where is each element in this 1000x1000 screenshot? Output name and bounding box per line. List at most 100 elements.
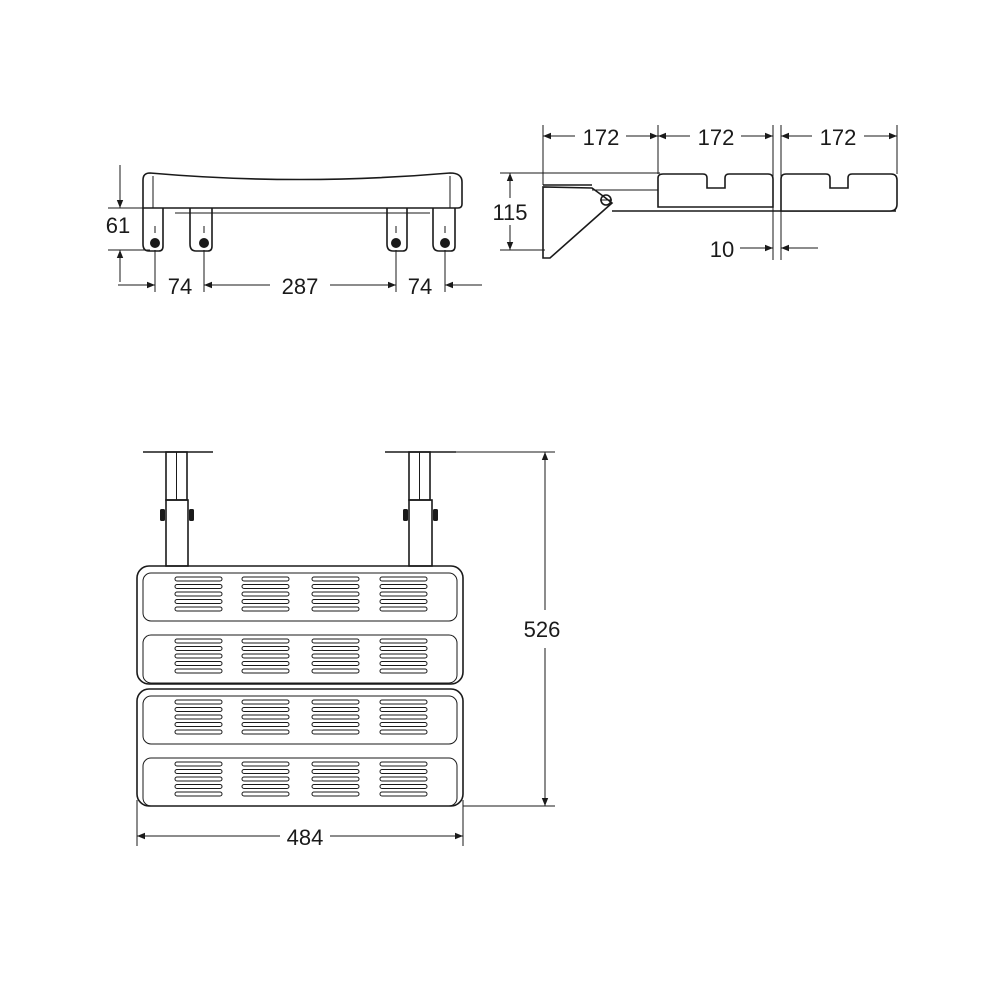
vent-slot — [241, 599, 290, 604]
vent-slot — [311, 776, 360, 782]
vent-slot — [311, 584, 360, 589]
slat-2 — [142, 634, 458, 684]
vent-slot — [241, 584, 290, 589]
vent-slot — [174, 722, 223, 727]
dim-width: 484 — [287, 825, 324, 850]
vent-slot — [379, 576, 428, 582]
vent-slot — [379, 722, 428, 727]
vent-slot — [311, 714, 360, 720]
vent-slot — [241, 653, 290, 659]
vent-slot — [311, 707, 360, 712]
vent-slot — [174, 784, 223, 789]
vent-slot — [174, 584, 223, 589]
post-lower — [408, 499, 433, 567]
seat-slats — [142, 572, 458, 807]
vent-slot — [174, 707, 223, 712]
vent-slot — [311, 722, 360, 727]
side-view: 115 172 172 172 10 — [492, 125, 898, 262]
vent-slot — [379, 714, 428, 720]
vent-slot — [379, 668, 428, 674]
vent-slot — [241, 769, 290, 774]
leg-2 — [189, 208, 213, 252]
vent-slot — [241, 714, 290, 720]
vent-slot — [174, 791, 223, 797]
wheel-icon — [199, 238, 209, 248]
front-view: 61 74 287 74 — [106, 165, 482, 299]
leg-3 — [386, 208, 408, 252]
vent-slot — [241, 591, 290, 597]
vent-slot — [241, 638, 290, 644]
vent-slot — [379, 584, 428, 589]
vent-slot — [311, 653, 360, 659]
vent-slot — [241, 661, 290, 666]
vent-slot — [379, 784, 428, 789]
vent-slot — [174, 646, 223, 651]
vent-slot — [241, 776, 290, 782]
wheel-icon — [440, 238, 450, 248]
slat-3 — [142, 695, 458, 745]
legs — [142, 208, 456, 252]
vent-slot — [241, 761, 290, 767]
vent-slot — [241, 699, 290, 705]
vent-slot — [379, 591, 428, 597]
dim-side-height: 115 — [492, 200, 527, 225]
vent-slot — [379, 638, 428, 644]
vent-slot — [311, 761, 360, 767]
vent-slot — [311, 591, 360, 597]
vent-slot — [241, 668, 290, 674]
dim-leg-span: 287 — [282, 274, 319, 299]
vent-slot — [311, 784, 360, 789]
slat-4 — [142, 757, 458, 807]
leg-1 — [142, 208, 164, 252]
vent-slot — [241, 606, 290, 612]
vent-slot — [379, 646, 428, 651]
dim-segment-1: 172 — [583, 125, 620, 150]
vent-slot — [379, 761, 428, 767]
vent-slot — [241, 576, 290, 582]
vent-slot — [174, 653, 223, 659]
vent-slot — [379, 661, 428, 666]
seat-section-1 — [657, 173, 774, 208]
vent-slot — [241, 729, 290, 735]
dim-leg-left: 74 — [168, 274, 192, 299]
dim-front-height: 61 — [106, 213, 130, 238]
vent-slot — [241, 784, 290, 789]
wheel-icon — [150, 238, 160, 248]
vent-slot — [174, 776, 223, 782]
vent-slot — [174, 761, 223, 767]
seat-panel-upper — [136, 565, 464, 685]
vent-slot — [379, 599, 428, 604]
clamp — [160, 509, 165, 521]
clamp — [433, 509, 438, 521]
dim-segment-2: 172 — [698, 125, 735, 150]
mounting-posts — [143, 451, 456, 567]
vent-slot — [174, 729, 223, 735]
vent-slot — [311, 576, 360, 582]
vent-slot — [311, 646, 360, 651]
vent-slot — [379, 791, 428, 797]
vent-slot — [311, 606, 360, 612]
clamp — [189, 509, 194, 521]
vent-slot — [379, 769, 428, 774]
vent-slot — [174, 576, 223, 582]
wheel-icon — [391, 238, 401, 248]
vent-slot — [379, 699, 428, 705]
post-lower — [165, 499, 189, 567]
seat-body — [142, 172, 463, 209]
vent-slot — [174, 769, 223, 774]
dim-segment-3: 172 — [820, 125, 857, 150]
wall-bracket — [542, 186, 614, 259]
dim-depth: 526 — [524, 617, 561, 642]
vent-slot — [174, 599, 223, 604]
vent-slot — [241, 722, 290, 727]
vent-slot — [311, 661, 360, 666]
vent-slot — [311, 791, 360, 797]
vent-slot — [241, 707, 290, 712]
vent-slot — [311, 699, 360, 705]
vent-slot — [379, 707, 428, 712]
vent-slot — [311, 729, 360, 735]
vent-slot — [311, 769, 360, 774]
vent-slot — [241, 646, 290, 651]
